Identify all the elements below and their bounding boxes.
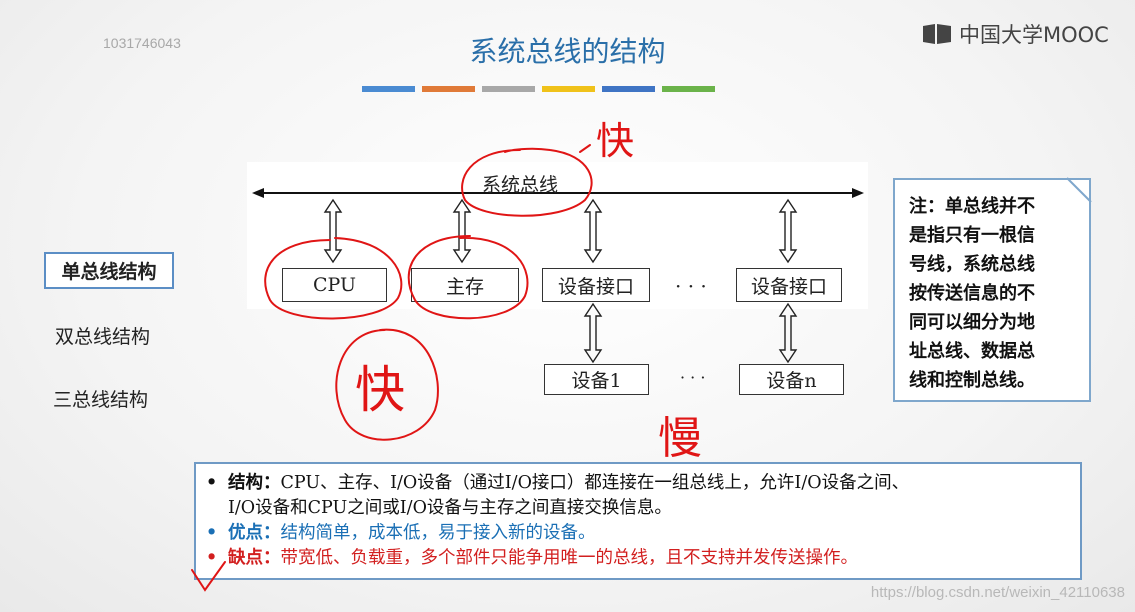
note-line: 同可以细分为地	[909, 312, 1035, 333]
color-bar-3	[482, 86, 535, 92]
handwriting-fast-2: 快	[355, 361, 405, 419]
book-icon	[923, 24, 951, 44]
watermark-text: https://blog.csdn.net/weixin_42110638	[870, 584, 1125, 601]
mooc-logo: 中国大学MOOC	[921, 20, 1109, 48]
nav-item-label: 单总线结构	[61, 261, 157, 283]
advantage-key: 优点：	[228, 523, 281, 543]
color-bar-4	[542, 86, 595, 92]
note-line: 按传送信息的不	[909, 283, 1035, 304]
ellipsis-interfaces: · · ·	[675, 274, 707, 298]
slide-title: 系统总线的结构	[469, 35, 666, 68]
io-interface-box-1: 设备接口	[542, 268, 650, 302]
note-line: 号线，系统总线	[909, 254, 1035, 275]
video-id-text: 1031746043	[103, 35, 181, 51]
color-bar-6	[662, 86, 715, 92]
device-n-box: 设备n	[739, 364, 844, 395]
system-bus-label: 系统总线	[482, 174, 559, 196]
note-line: 注：单总线并不	[909, 196, 1035, 217]
bullet: •	[206, 473, 218, 493]
advantage-text: 结构简单，成本低，易于接入新的设备。	[280, 523, 596, 543]
summary-advantage: • 优点：结构简单，成本低，易于接入新的设备。	[206, 521, 1068, 546]
memory-box: 主存	[411, 268, 519, 302]
nav-item-triple-bus[interactable]: 三总线结构	[53, 389, 149, 411]
ellipsis-devices: · · ·	[680, 368, 706, 387]
bullet: •	[206, 548, 218, 568]
disadvantage-text: 带宽低、负载重，多个部件只能争用唯一的总线，且不支持并发传送操作。	[280, 548, 859, 568]
color-bar-5	[602, 86, 655, 92]
structure-key: 结构：	[228, 473, 281, 493]
structure-text: CPU、主存、I/O设备（通过I/O接口）都连接在一组总线上，允许I/O设备之间…	[280, 473, 910, 493]
handwriting-fast-1: 快	[596, 119, 635, 163]
nav-item-dual-bus[interactable]: 双总线结构	[55, 326, 151, 348]
note-box: 注：单总线并不 是指只有一根信 号线，系统总线 按传送信息的不 同可以细分为地 …	[893, 178, 1091, 402]
disadvantage-key: 缺点：	[228, 548, 281, 568]
handwriting-slow: 慢	[658, 413, 702, 464]
cpu-box: CPU	[282, 268, 387, 302]
bullet: •	[206, 523, 218, 543]
summary-structure: • 结构：CPU、主存、I/O设备（通过I/O接口）都连接在一组总线上，允许I/…	[206, 471, 1068, 521]
device-1-box: 设备1	[544, 364, 649, 395]
color-bar-2	[422, 86, 475, 92]
color-bar-1	[362, 86, 415, 92]
nav-item-single-bus[interactable]: 单总线结构	[44, 252, 174, 289]
note-line: 是指只有一根信	[909, 225, 1035, 246]
summary-box: • 结构：CPU、主存、I/O设备（通过I/O接口）都连接在一组总线上，允许I/…	[194, 462, 1082, 580]
io-interface-box-n: 设备接口	[736, 268, 842, 302]
logo-text: 中国大学MOOC	[959, 23, 1109, 47]
summary-disadvantage: • 缺点：带宽低、负载重，多个部件只能争用唯一的总线，且不支持并发传送操作。	[206, 546, 1068, 571]
structure-text-cont: I/O设备和CPU之间或I/O设备与主存之间直接交换信息。	[228, 498, 672, 518]
note-line: 线和控制总线。	[909, 370, 1035, 391]
note-line: 址总线、数据总	[909, 341, 1035, 362]
